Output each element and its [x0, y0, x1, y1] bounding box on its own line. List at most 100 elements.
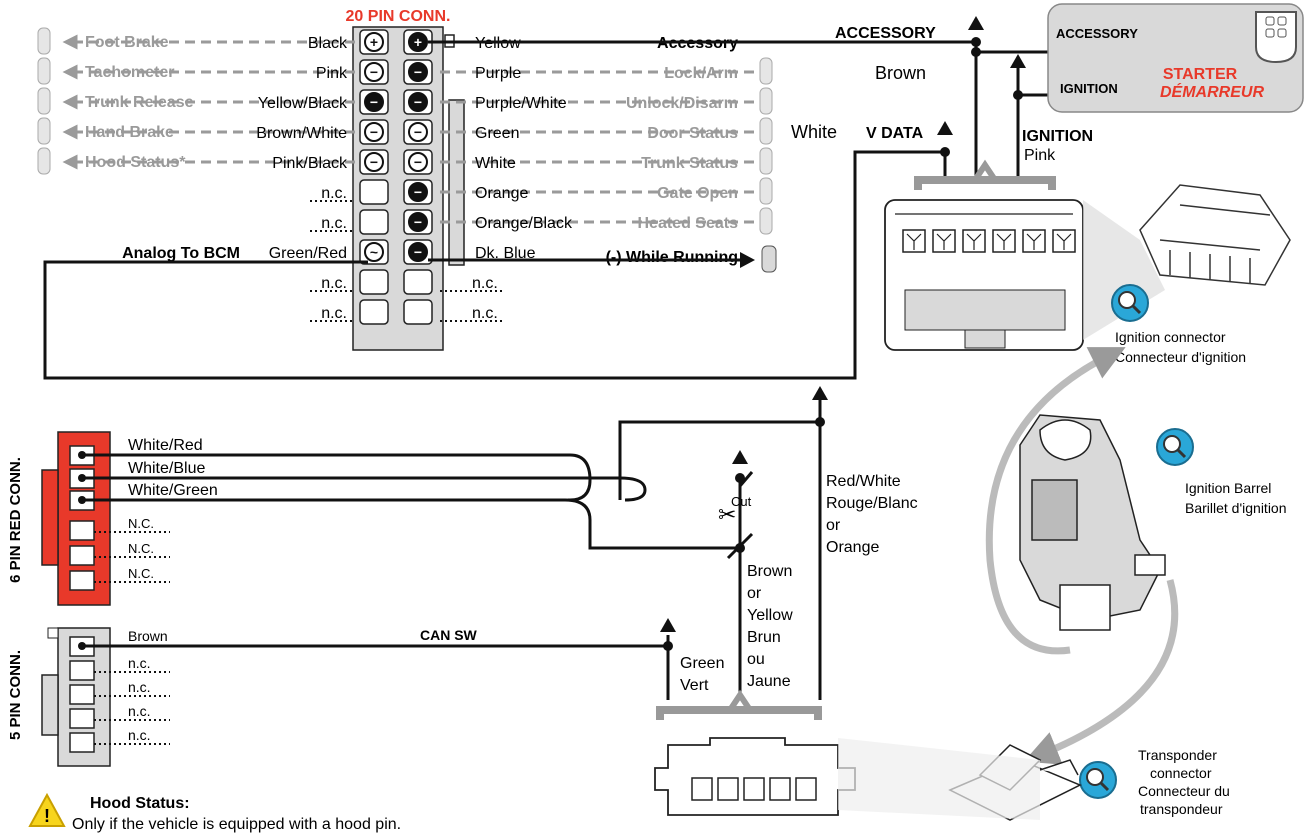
left-wire-label: n.c.: [321, 305, 347, 322]
svg-text:CAN SW: CAN SW: [420, 627, 478, 643]
left-func-label: Hand Brake: [85, 124, 174, 141]
svg-text:✂: ✂: [718, 502, 736, 527]
conn5-wire-label: n.c.: [128, 727, 151, 743]
svg-text:−: −: [370, 154, 378, 170]
left-wire-label: Pink: [316, 65, 348, 82]
brown-label: or: [747, 585, 762, 602]
right-func-label: Trunk Status: [641, 155, 738, 172]
redwhite-label: Red/White: [826, 473, 901, 490]
right-func-label: Door Status: [647, 125, 738, 142]
svg-text:−: −: [370, 94, 378, 110]
svg-text:Ignition Barrel: Ignition Barrel: [1185, 480, 1271, 496]
pin-left: [359, 209, 389, 235]
scissors-icon: ✂: [718, 502, 736, 527]
curve-arrow-upper: [985, 347, 1126, 655]
curve-arrow-lower: [1023, 579, 1179, 765]
left-func-label: Tachometer: [85, 64, 175, 81]
svg-text:Ignition connector: Ignition connector: [1115, 329, 1226, 345]
red6-wire-label: White/Blue: [128, 460, 205, 477]
mid-labels: Red/WhiteRouge/BlancorOrangeBrownorYello…: [680, 473, 918, 694]
right-func-label: Lock/Arm: [664, 65, 738, 82]
black-wires-top: [43, 20, 1050, 380]
svg-text:transpondeur: transpondeur: [1140, 801, 1223, 817]
red6-wire-label: White/Red: [128, 437, 203, 454]
redwhite-label: or: [826, 517, 841, 534]
label-brown: Brown: [875, 63, 926, 83]
label-ignition: IGNITION: [1022, 128, 1093, 145]
left-gray-wires: [37, 27, 355, 175]
right-wire-label: n.c.: [472, 305, 498, 322]
conn5-wire-label: n.c.: [128, 679, 151, 695]
brown-label: ou: [747, 651, 765, 668]
svg-text:−: −: [414, 64, 422, 80]
svg-text:−: −: [370, 64, 378, 80]
right-wire-label: Purple/White: [475, 95, 567, 112]
svg-text:−: −: [414, 124, 422, 140]
svg-text:Connecteur du: Connecteur du: [1138, 783, 1230, 799]
brown-label: Brown: [747, 563, 792, 580]
right-func-label: Gate Open: [657, 185, 738, 202]
svg-text:+: +: [414, 34, 422, 50]
connector-6-pin-red: [41, 431, 111, 606]
label-accessory: ACCESSORY: [835, 25, 936, 42]
svg-text:Connecteur d'ignition: Connecteur d'ignition: [1115, 349, 1246, 365]
conn5-wire-label: n.c.: [128, 655, 151, 671]
right-func-label: Heated Seats: [638, 215, 739, 232]
pin-left: [359, 179, 389, 205]
magnifier-icon: [1079, 761, 1117, 799]
red6-wire-label: N.C.: [128, 541, 154, 556]
left-wire-label: n.c.: [321, 215, 347, 232]
svg-text:+: +: [370, 34, 378, 50]
right-wire-label: Purple: [475, 65, 521, 82]
left-wire-label: Brown/White: [256, 125, 347, 142]
red6-wire-label: White/Green: [128, 482, 218, 499]
right-gray-wires: [440, 57, 777, 273]
redwhite-label: Rouge/Blanc: [826, 495, 918, 512]
right-func-running: (-) While Running: [606, 249, 738, 266]
svg-text:Cut: Cut: [731, 494, 752, 509]
left-func-label: Hood Status*: [85, 154, 186, 171]
svg-text:−: −: [370, 124, 378, 140]
conn5-wire-label: Brown: [128, 628, 168, 644]
magnifier-icon: [1111, 284, 1149, 322]
svg-text:−: −: [414, 244, 422, 260]
svg-text:STARTER: STARTER: [1163, 66, 1238, 83]
warning-icon: !: [28, 792, 66, 827]
ignition-barrel-icon: [1019, 414, 1166, 631]
left-wire-label: n.c.: [321, 275, 347, 292]
right-wire-label: White: [475, 155, 516, 172]
label-pink: Pink: [1024, 147, 1056, 164]
junction-dots: [940, 37, 1023, 157]
note-text: Only if the vehicle is equipped with a h…: [72, 816, 401, 833]
right-wire-label: Orange: [475, 185, 528, 202]
right-wire-label: Orange/Black: [475, 215, 573, 232]
brown-label: Brun: [747, 629, 781, 646]
left-wire-label: Black: [308, 35, 348, 52]
green-label: Green: [680, 655, 724, 672]
remote-icon: [1255, 11, 1297, 64]
brown-label: Yellow: [747, 607, 793, 624]
pin-left: [359, 299, 389, 325]
svg-text:!: !: [44, 806, 50, 826]
svg-text:Transponder: Transponder: [1138, 747, 1217, 763]
svg-text:~: ~: [370, 244, 378, 260]
svg-text:6 PIN RED CONN.: 6 PIN RED CONN.: [7, 457, 24, 583]
svg-text:IGNITION: IGNITION: [1060, 81, 1118, 96]
label-vdata: V DATA: [866, 125, 924, 142]
red6-wire-label: N.C.: [128, 516, 154, 531]
pin-right: [403, 269, 433, 295]
green-label: Vert: [680, 677, 709, 694]
left-wire-label: Green/Red: [269, 245, 347, 262]
svg-text:DÉMARREUR: DÉMARREUR: [1160, 82, 1264, 101]
right-wire-label: n.c.: [472, 275, 498, 292]
svg-text:connector: connector: [1150, 765, 1212, 781]
ignition-connector: [884, 159, 1084, 351]
junction-dots-bottom: [660, 386, 828, 651]
right-wire-label: Dk. Blue: [475, 245, 536, 262]
analog-label: Analog To BCM: [122, 245, 240, 262]
svg-text:ACCESSORY: ACCESSORY: [1056, 26, 1138, 41]
label-white: White: [791, 122, 837, 142]
svg-text:5 PIN CONN.: 5 PIN CONN.: [7, 650, 24, 740]
